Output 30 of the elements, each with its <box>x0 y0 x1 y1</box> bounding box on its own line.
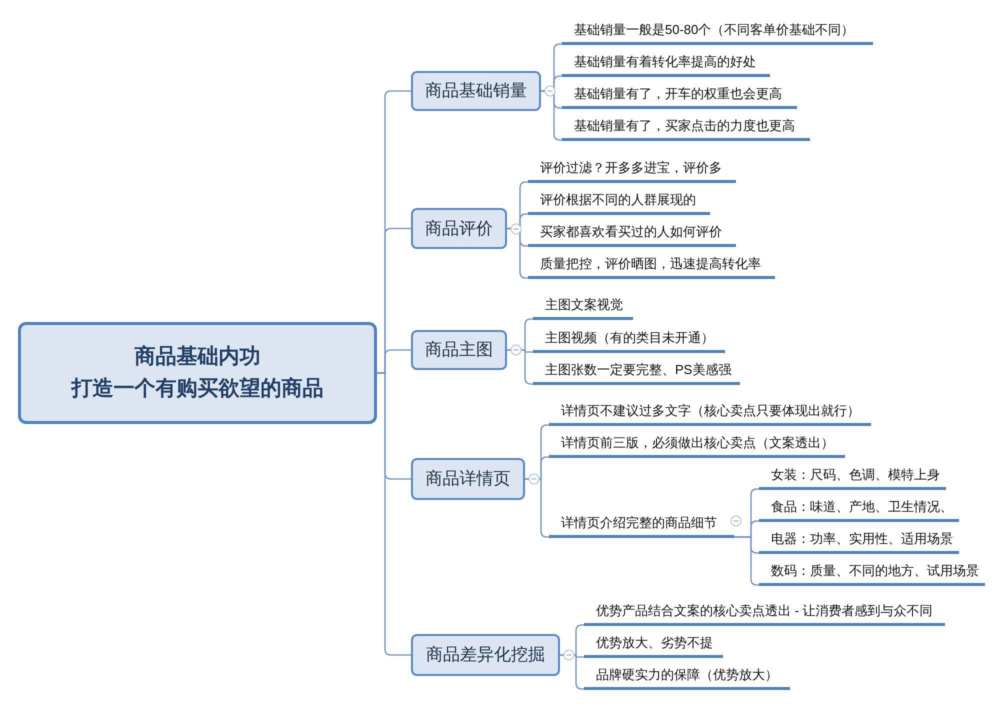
subtopic-underlined: 质量把控，评价晒图，迅速提高转化率 <box>528 251 775 279</box>
subtopic-underlined: 品牌硬实力的保障（优势放大） <box>584 662 790 690</box>
subtopic-underlined: 主图张数一定要完整、PS美感强 <box>533 357 740 385</box>
branch-topic-box: 商品差异化挖掘 <box>411 634 560 676</box>
subtopic-underlined: 主图视频（有的类目未开通） <box>533 325 725 353</box>
subtopic-underlined: 电器：功率、实用性、适用场景 <box>759 526 959 554</box>
branch-topic-box: 商品详情页 <box>411 458 525 500</box>
subtopic-underlined: 详情页不建议过多文字（核心卖点只要体现出就行） <box>549 398 871 426</box>
subtopic-underlined: 评价根据不同的人群展现的 <box>528 187 710 215</box>
topic-text: 打造一个有购买欲望的商品 <box>72 376 324 402</box>
subtopic-underlined: 基础销量有着转化率提高的好处 <box>562 49 770 77</box>
subtopic-underlined: 基础销量一般是50-80个（不同客单价基础不同） <box>562 17 873 45</box>
subtopic-underlined: 评价过滤？开多多进宝，评价多 <box>528 155 736 183</box>
branch-topic-box: 商品评价 <box>411 208 507 249</box>
subtopic-underlined: 优势产品结合文案的核心卖点透出 - 让消费者感到与众不同 <box>584 598 945 626</box>
subtopic-underlined: 主图文案视觉 <box>533 292 633 320</box>
branch-topic-box: 商品基础销量 <box>411 71 541 111</box>
connector-line <box>377 372 411 656</box>
subtopic-underlined: 买家都喜欢看买过的人如何评价 <box>528 219 736 247</box>
subtopic-underlined: 基础销量有了，开车的权重也会更高 <box>562 81 797 109</box>
topic-text: 商品基础内功 <box>134 344 260 370</box>
subtopic-underlined: 食品：味道、产地、卫生情况、 <box>759 494 959 522</box>
subtopic-underlined: 详情页前三版，必须做出核心卖点（文案透出） <box>549 430 845 458</box>
central-topic-box <box>18 322 377 424</box>
subtopic-underlined: 详情页介绍完整的商品细节 <box>549 510 734 538</box>
subtopic-underlined: 数码：质量、不同的地方、试用场景 <box>759 558 985 586</box>
branch-topic-box: 商品主图 <box>411 330 507 370</box>
subtopic-underlined: 基础销量有了，买家点击的力度也更高 <box>562 113 810 141</box>
subtopic-underlined: 女装：尺码、色调、模特上身 <box>759 462 946 490</box>
subtopic-underlined: 优势放大、劣势不提 <box>584 630 723 658</box>
